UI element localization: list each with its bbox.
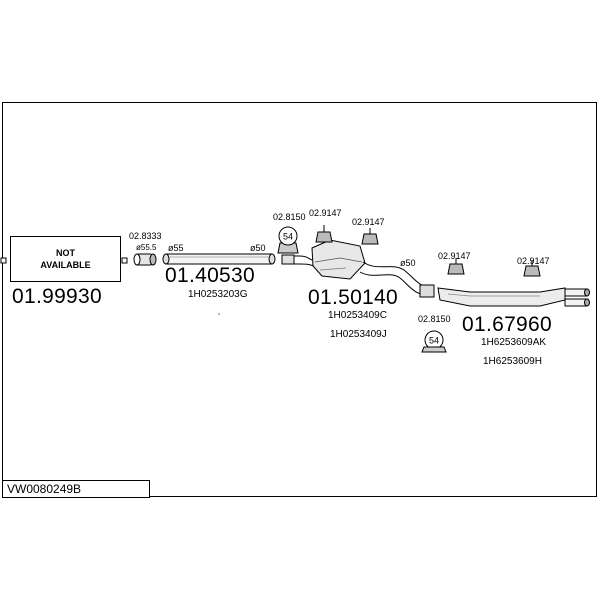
diameter-label-1: ø55 — [168, 243, 184, 253]
part-number-1: 01.99930 — [12, 285, 102, 308]
hanger-d-label: 02.9147 — [517, 256, 550, 266]
svg-text:54: 54 — [429, 336, 439, 346]
diameter-label-3: ø50 — [400, 258, 416, 268]
rubber-mount-a: 54 — [277, 226, 299, 254]
rubber-mount-a-label: 02.8150 — [273, 212, 306, 222]
clamp-ring-diameter: ø55.5 — [136, 243, 157, 252]
part-ref-2: 1H0253203G — [188, 289, 248, 300]
rubber-mount-b: 54 — [421, 330, 447, 353]
clamp-ring-label: 02.8333 — [129, 231, 162, 241]
not-available-line1: NOT — [56, 248, 75, 258]
rubber-mount-b-label: 02.8150 — [418, 314, 451, 324]
centre-silencer-part — [281, 239, 435, 298]
hanger-a — [315, 225, 333, 243]
hanger-c-label: 02.9147 — [438, 251, 471, 261]
part-number-4: 01.67960 — [462, 313, 552, 336]
rear-silencer-part — [437, 287, 590, 307]
diagram-frame — [2, 102, 597, 497]
hanger-d — [523, 260, 541, 277]
mount-badge-text: 54 — [283, 232, 293, 242]
hanger-c — [447, 258, 465, 275]
part-ref-4b: 1H6253609H — [483, 356, 542, 367]
diameter-label-2: ø50 — [250, 243, 266, 253]
edge-marker — [0, 257, 7, 264]
part-number-3: 01.50140 — [308, 286, 398, 309]
diagram-code: VW0080249B — [2, 480, 150, 498]
clamp-ring-part — [133, 253, 157, 266]
hanger-b — [361, 228, 379, 245]
part-number-2: 01.40530 — [165, 264, 255, 287]
part-ref-4a: 1H6253609AK — [481, 337, 547, 348]
part-ref-3b: 1H0253409J — [330, 329, 387, 340]
hanger-a-label: 02.9147 — [309, 208, 342, 218]
part-ref-3a: 1H0253409C — [328, 310, 387, 321]
front-pipe-part — [162, 253, 276, 265]
hanger-b-label: 02.9147 — [352, 217, 385, 227]
edge-marker — [121, 257, 128, 264]
not-available-line2: AVAILABLE — [40, 260, 91, 270]
not-available-box: NOT AVAILABLE — [10, 236, 121, 282]
